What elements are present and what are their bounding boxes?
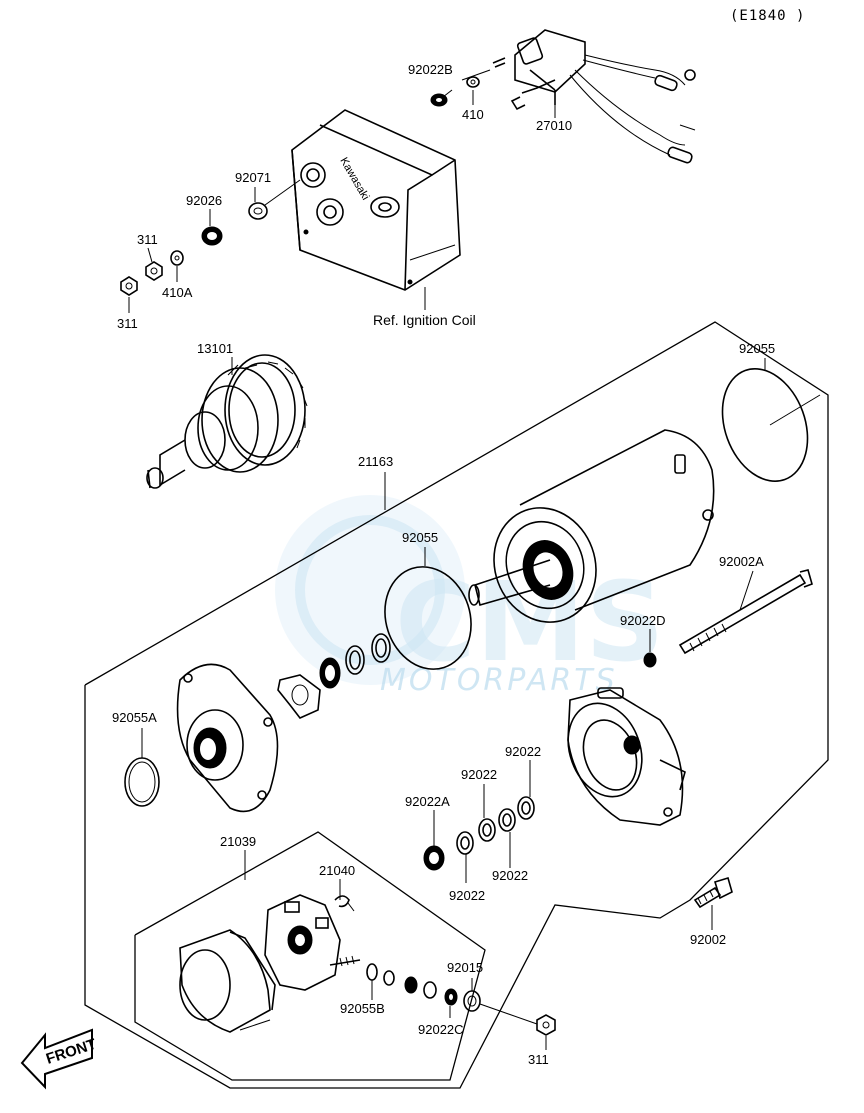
brush-spring-21040 — [334, 895, 355, 912]
brush-plate — [264, 894, 361, 991]
label-311-top: 311 — [137, 232, 158, 247]
label-92002A: 92002A — [719, 554, 764, 569]
label-21040: 21040 — [319, 863, 355, 878]
o-ring-92055A — [124, 757, 160, 807]
washer-410 — [466, 76, 480, 88]
rear-end-cover — [567, 687, 686, 826]
label-92022-c: 92022 — [449, 888, 485, 903]
washers-92022-group — [423, 796, 535, 871]
svg-text:Kawasaki: Kawasaki — [337, 156, 371, 203]
front-direction-arrow: FRONT — [20, 1028, 98, 1090]
label-410: 410 — [462, 107, 484, 122]
label-92022-b: 92022 — [461, 767, 497, 782]
label-92022-d: 92022 — [492, 868, 528, 883]
o-ring-92055-mid — [384, 566, 472, 670]
washer-stack — [383, 970, 458, 1006]
label-27010: 27010 — [536, 118, 572, 133]
leader-lines — [128, 69, 766, 1050]
nut-311-end — [536, 1014, 556, 1036]
label-92022B: 92022B — [408, 62, 453, 77]
grommet-92071 — [248, 202, 268, 220]
watermark-subtext: MOTORPARTS — [380, 663, 618, 698]
through-bolt-92002A — [678, 569, 813, 655]
label-92055-top: 92055 — [739, 341, 775, 356]
bolt-92002 — [693, 876, 733, 909]
starter-relay-27010 — [492, 29, 696, 164]
label-13101: 13101 — [197, 341, 233, 356]
label-92026: 92026 — [186, 193, 222, 208]
o-ring-92055-top — [721, 368, 809, 482]
ref-ignition-coil-note: Ref. Ignition Coil — [373, 312, 476, 328]
lock-plate — [277, 674, 321, 719]
nut-311-upper — [145, 261, 163, 281]
label-410A: 410A — [162, 285, 193, 300]
bushing-92026 — [201, 226, 223, 246]
label-311-end: 311 — [528, 1052, 549, 1067]
front-cover — [176, 663, 279, 813]
label-311-bottom: 311 — [117, 316, 138, 331]
label-92022C: 92022C — [418, 1022, 464, 1037]
starter-yoke-21163 — [468, 429, 715, 623]
label-21163: 21163 — [358, 454, 393, 469]
diagram-code: (E1840 ) — [730, 8, 805, 24]
label-92022A: 92022A — [405, 794, 450, 809]
o-ring-92055B — [366, 963, 378, 981]
o-ring-arrow — [769, 394, 821, 426]
label-92055B: 92055B — [340, 1001, 385, 1016]
label-21039: 21039 — [220, 834, 256, 849]
brush-holder-frame — [134, 831, 486, 1081]
label-92022-a: 92022 — [505, 744, 541, 759]
label-92055A: 92055A — [112, 710, 157, 725]
starter-assembly-frame — [84, 321, 829, 1089]
washer-92022D — [643, 652, 657, 668]
ignition-coil-housing: Kawasaki — [291, 109, 461, 291]
label-92002: 92002 — [690, 932, 726, 947]
label-92022D: 92022D — [620, 613, 666, 628]
washer-410A — [170, 250, 184, 266]
starter-clutch-13101 — [146, 354, 308, 489]
nut-311-lower — [120, 276, 138, 296]
shim-washers — [319, 633, 391, 689]
part-labels: 92022B 410 27010 92071 92026 311 410A 31… — [112, 62, 775, 1067]
label-92055-mid: 92055 — [402, 530, 438, 545]
label-92071: 92071 — [235, 170, 271, 185]
collar-92015 — [463, 990, 481, 1012]
brush-holder-21039 — [179, 929, 276, 1033]
label-92015: 92015 — [447, 960, 483, 975]
